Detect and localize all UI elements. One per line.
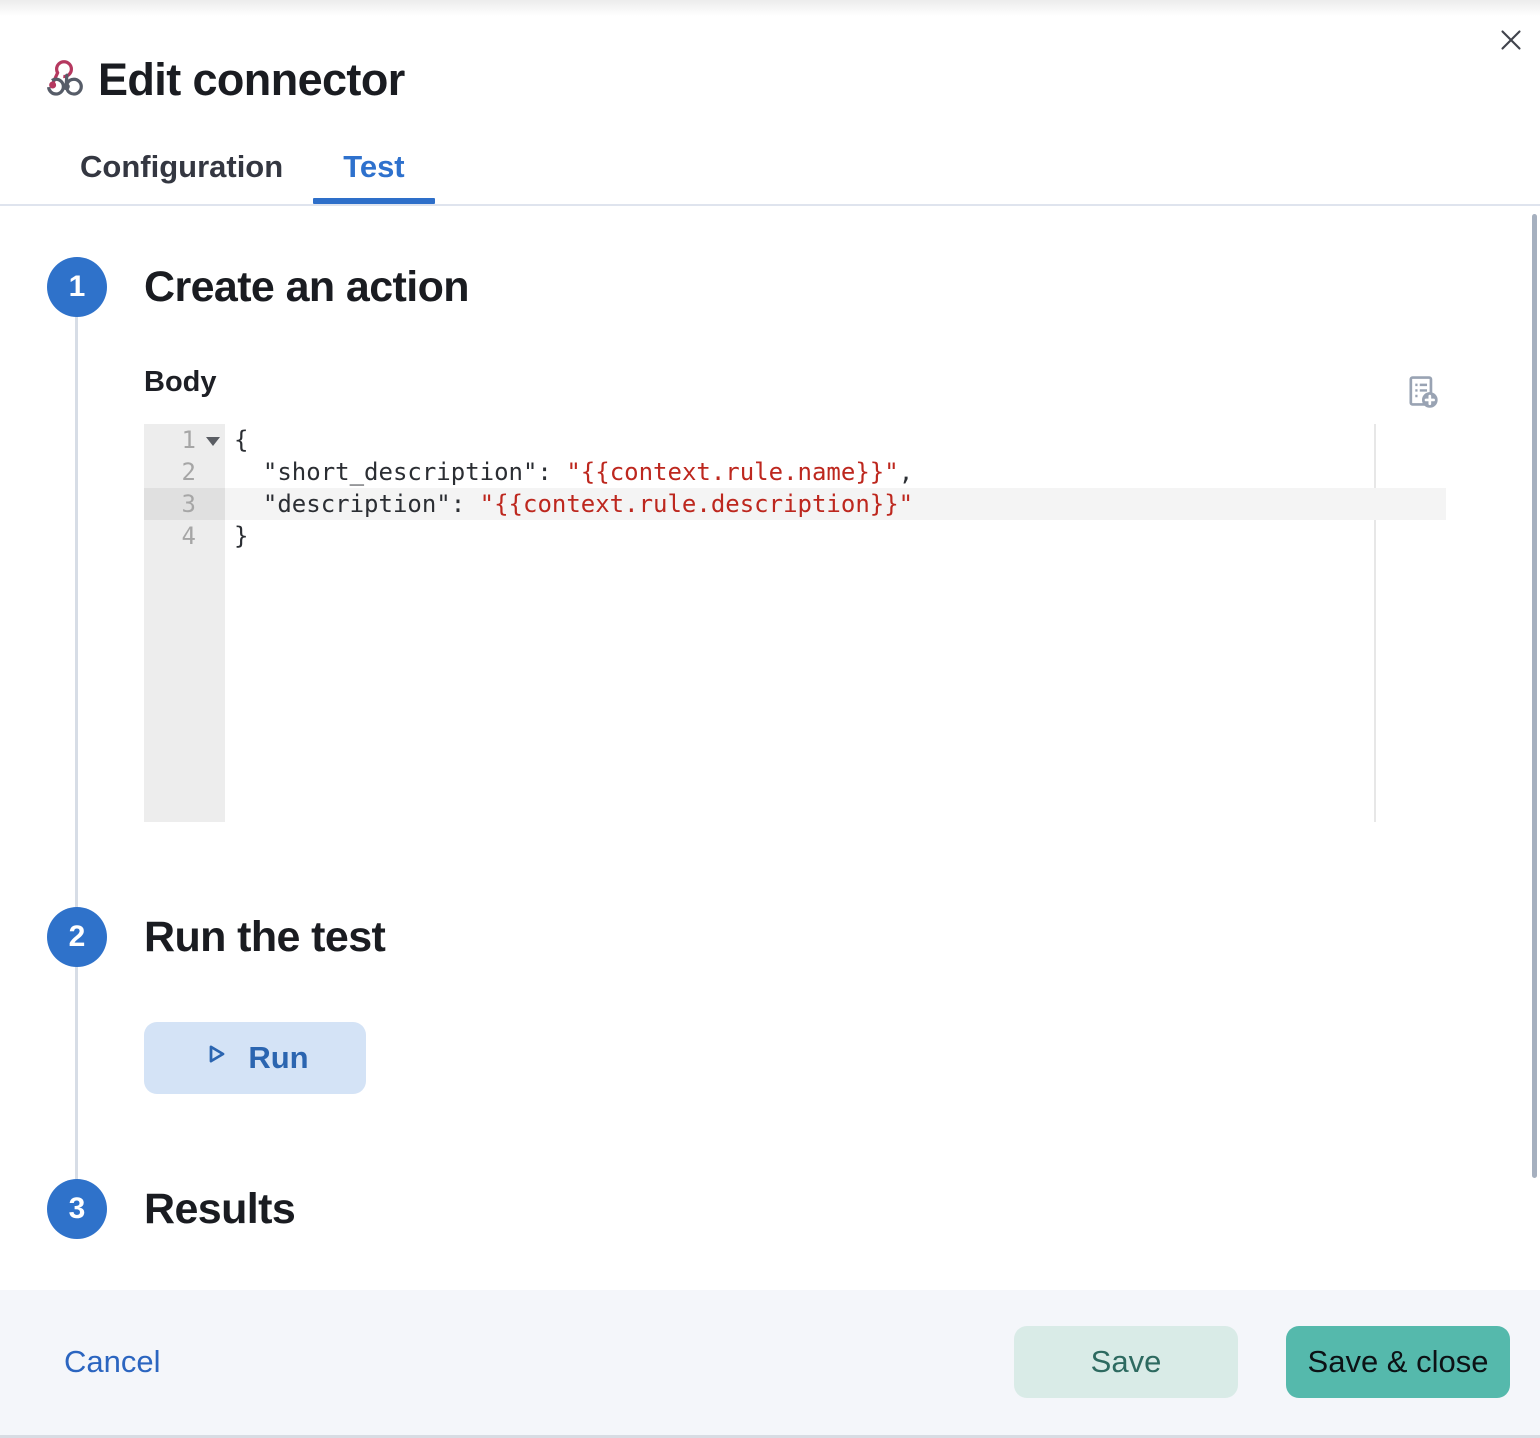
line-number: 3 bbox=[181, 490, 196, 518]
step-connector-line bbox=[75, 287, 78, 1209]
line-number: 1 bbox=[181, 426, 196, 454]
code-token: , bbox=[898, 458, 914, 486]
code-line: { bbox=[225, 424, 1446, 456]
code-line-active: "description": "{{context.rule.descripti… bbox=[225, 488, 1446, 520]
run-button-label: Run bbox=[248, 1040, 309, 1075]
gutter-line-active: 3 bbox=[144, 488, 225, 520]
step-3-number: 3 bbox=[68, 1192, 86, 1225]
save-button[interactable]: Save bbox=[1014, 1326, 1238, 1398]
editor-gutter: 1 2 3 4 bbox=[144, 424, 225, 822]
step-2-badge: 2 bbox=[47, 907, 107, 967]
play-icon bbox=[201, 1039, 231, 1077]
body-field-label: Body bbox=[144, 366, 217, 398]
fold-caret-icon[interactable] bbox=[206, 437, 220, 446]
step-1-title: Create an action bbox=[144, 263, 470, 311]
editor-code-area: { "short_description": "{{context.rule.n… bbox=[225, 424, 1446, 552]
step-2-title: Run the test bbox=[144, 913, 386, 961]
step-2-number: 2 bbox=[68, 920, 86, 953]
code-token-string: "{{context.rule.name}}" bbox=[566, 458, 899, 486]
scrollbar-thumb[interactable] bbox=[1532, 214, 1537, 1178]
body-code-editor[interactable]: 1 2 3 4 { "short_description": "{{contex… bbox=[144, 424, 1446, 822]
run-button[interactable]: Run bbox=[144, 1022, 366, 1094]
save-and-close-button[interactable]: Save & close bbox=[1286, 1326, 1510, 1398]
flyout-header: Edit connector bbox=[44, 54, 405, 106]
step-1-number: 1 bbox=[68, 270, 86, 303]
webhook-icon bbox=[44, 58, 84, 103]
flyout-top-shadow bbox=[0, 0, 1540, 16]
step-3-title: Results bbox=[144, 1185, 296, 1233]
code-line: } bbox=[225, 520, 1446, 552]
add-variable-button[interactable] bbox=[1402, 372, 1442, 412]
gutter-line: 2 bbox=[144, 456, 225, 488]
step-1-badge: 1 bbox=[47, 257, 107, 317]
flyout-footer bbox=[0, 1290, 1540, 1438]
tab-configuration-label: Configuration bbox=[80, 149, 284, 184]
gutter-line: 4 bbox=[144, 520, 225, 552]
close-icon bbox=[1494, 23, 1528, 60]
code-line: "short_description": "{{context.rule.nam… bbox=[225, 456, 1446, 488]
tabs-bar: Configuration Test bbox=[50, 130, 435, 204]
tabs-divider bbox=[0, 204, 1540, 206]
code-token-string: "{{context.rule.description}}" bbox=[479, 490, 914, 518]
tab-configuration[interactable]: Configuration bbox=[50, 130, 313, 204]
tab-test[interactable]: Test bbox=[313, 130, 435, 204]
code-token: "short_description": bbox=[234, 458, 567, 486]
flyout-title: Edit connector bbox=[98, 54, 405, 105]
add-variable-icon bbox=[1403, 376, 1441, 413]
tab-test-label: Test bbox=[343, 149, 405, 184]
code-token: } bbox=[234, 522, 249, 550]
line-number: 4 bbox=[181, 522, 196, 550]
code-token: "description": bbox=[234, 490, 480, 518]
cancel-button[interactable]: Cancel bbox=[64, 1344, 161, 1379]
active-tab-underline bbox=[313, 198, 435, 204]
close-button[interactable] bbox=[1492, 22, 1530, 60]
editor-print-margin bbox=[1374, 424, 1376, 822]
gutter-line: 1 bbox=[144, 424, 225, 456]
step-3-badge: 3 bbox=[47, 1179, 107, 1239]
code-token: { bbox=[234, 426, 249, 454]
line-number: 2 bbox=[181, 458, 196, 486]
